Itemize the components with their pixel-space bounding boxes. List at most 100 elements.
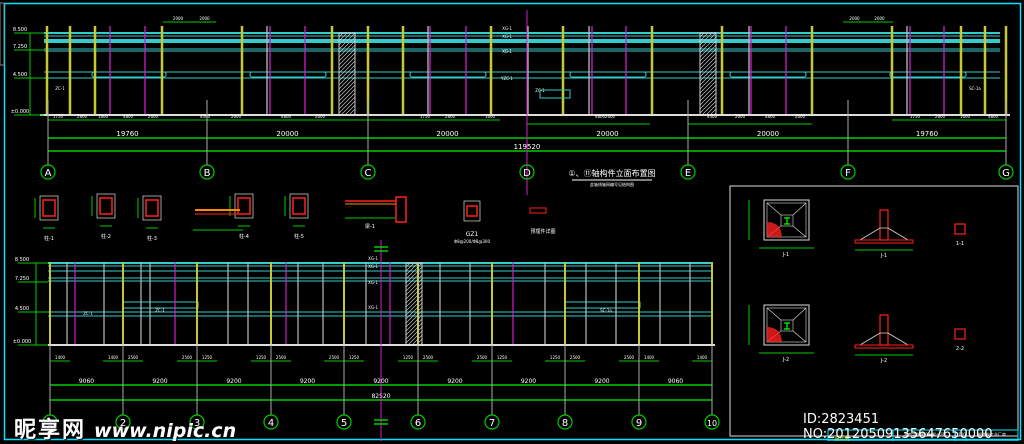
- section-rebar-box: [145, 199, 159, 217]
- slope-line: [766, 307, 782, 321]
- axis-bubble-circle: [410, 414, 426, 430]
- pedestal-rebar: [879, 314, 889, 346]
- hatch-stroke: [699, 32, 709, 42]
- foundation-plan-label: J-2: [782, 357, 789, 363]
- hatch-stroke: [699, 84, 717, 102]
- hatch-stroke: [405, 326, 423, 344]
- axis-bubble-circle: [336, 414, 352, 430]
- sub-dim-text: 1600: [485, 114, 496, 119]
- rebar-quadrant: [767, 327, 782, 342]
- hatch-stroke: [699, 76, 717, 94]
- hatch-stroke: [699, 60, 717, 78]
- girt-box: [409, 71, 487, 78]
- axis-bubble-5: 5: [336, 414, 352, 430]
- sub-dim-text: 2600: [605, 114, 616, 119]
- hatch-stroke: [338, 96, 356, 114]
- axis-bubble-label: 9: [636, 418, 642, 429]
- top-dim-text: 2000: [199, 16, 210, 21]
- hatch-stroke: [338, 60, 356, 78]
- axis-bubble-circle: [360, 164, 376, 180]
- hatch-stroke: [338, 52, 356, 70]
- watermark-id: ID:2823451 NO:20120509135647650000: [803, 412, 993, 442]
- footing-elev: [858, 332, 910, 346]
- axis-bubble-circle: [998, 164, 1014, 180]
- hatch-stroke: [699, 48, 717, 66]
- bay-span-text: 20000: [596, 130, 618, 138]
- axis-bubble-circle: [115, 414, 131, 430]
- axis-bubble-B: B: [199, 164, 215, 180]
- member-label: XG-1: [368, 280, 378, 285]
- bay-span-text: 20000: [276, 130, 298, 138]
- level-mark: 8.500: [13, 27, 27, 33]
- axis-bubble-label: 6: [415, 418, 421, 429]
- top-dim-text: 2000: [173, 16, 184, 21]
- hatch-stroke: [405, 302, 423, 320]
- hatch-stroke: [705, 104, 717, 116]
- hatch-stroke: [699, 44, 717, 62]
- axis-bubble-C: C: [360, 164, 376, 180]
- section-label: 柱-3: [147, 235, 157, 242]
- sub-dim-text: 1750: [420, 114, 431, 119]
- hatch-stroke: [405, 286, 423, 304]
- hatch-stroke: [405, 310, 423, 328]
- slope-line: [792, 202, 807, 216]
- pedestal: [780, 214, 794, 227]
- sub-dim-text: 1750: [910, 114, 921, 119]
- section-outline: [96, 193, 116, 219]
- sub-dim-text: 2500: [423, 355, 434, 360]
- h-column-icon: [784, 217, 790, 225]
- axis-bubble-label: D: [523, 168, 531, 179]
- gz-outline: [463, 200, 481, 222]
- sub-dim-text: 2500: [276, 355, 287, 360]
- member-label: XG-1: [502, 26, 512, 31]
- hatch-stroke: [405, 262, 415, 272]
- sub-dim-text: 4800: [281, 114, 292, 119]
- hatch-stroke: [338, 40, 356, 58]
- axis-bubble-label: F: [845, 168, 851, 179]
- hatch-stroke: [338, 32, 344, 38]
- watermark-site-url: www.nipic.cn: [94, 420, 237, 442]
- footing-base-rebar: [854, 344, 914, 349]
- hatch-stroke: [411, 334, 423, 346]
- hatch-stroke: [338, 76, 356, 94]
- sub-dim-text: 1250: [256, 355, 267, 360]
- hatch-stroke: [699, 68, 717, 86]
- member-label: XG-1: [502, 49, 512, 54]
- bay-span-text: 9200: [300, 378, 315, 385]
- section-rebar-box: [99, 197, 113, 215]
- gz-box: [466, 205, 478, 217]
- hatch-stroke: [699, 36, 717, 54]
- slope-line: [792, 225, 807, 238]
- embed-label: 预埋件详图: [530, 228, 555, 235]
- sub-dim-text: 1400: [108, 355, 119, 360]
- axis-bubble-2: 2: [115, 414, 131, 430]
- axis-bubble-9: 9: [631, 414, 647, 430]
- axis-bubble-1: 1: [42, 414, 58, 430]
- door-frame: [539, 89, 571, 99]
- sub-dim-text: 1400: [644, 355, 655, 360]
- watermark-site-cn: 昵享网: [14, 418, 87, 443]
- bracing-panel-right: [699, 32, 717, 116]
- sub-dim-text: 2800: [445, 114, 456, 119]
- hatch-stroke: [338, 80, 356, 98]
- member-label: SC-1a: [600, 308, 612, 313]
- foundation-elev-label: J-1: [880, 253, 887, 259]
- section-label: 梁-1: [365, 223, 375, 230]
- pedestal: [780, 319, 794, 332]
- sub-dim-text: 1600: [960, 114, 971, 119]
- hatch-stroke: [344, 104, 356, 116]
- hatch-stroke: [699, 32, 705, 38]
- footing-elev: [858, 227, 910, 241]
- hatch-stroke: [699, 64, 717, 82]
- axis-bubble-4: 4: [263, 414, 279, 430]
- axis-bubble-label: E: [685, 168, 691, 179]
- title-block-scale: 1:100: [954, 432, 966, 437]
- hatch-stroke: [405, 322, 423, 340]
- bay-span-text: 9060: [668, 378, 683, 385]
- sub-dim-text: 4400: [707, 114, 718, 119]
- sub-dim-text: 1750: [53, 114, 64, 119]
- axis-bubble-10: 10: [704, 414, 720, 430]
- level-mark: 8.500: [15, 257, 29, 263]
